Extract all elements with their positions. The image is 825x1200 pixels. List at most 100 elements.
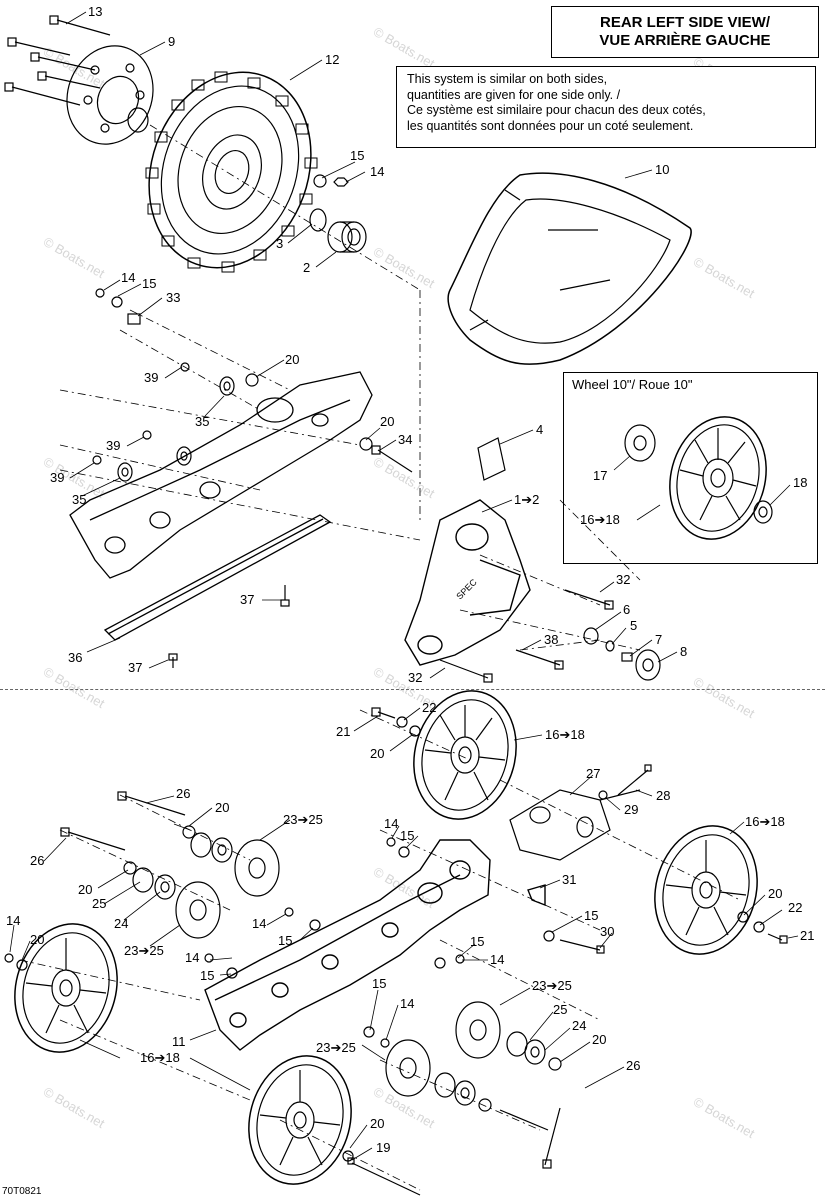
idler-wheel-bottom	[248, 1055, 421, 1196]
callout: 34	[398, 432, 412, 447]
track-10	[447, 172, 692, 365]
callout: 32	[408, 670, 422, 685]
section-divider	[0, 689, 825, 690]
frame-11	[204, 839, 546, 1051]
callout: 27	[586, 766, 600, 781]
callout: 26	[30, 853, 44, 868]
callout: 15	[142, 276, 156, 291]
leader-lines	[9, 11, 799, 1161]
callout: 22	[422, 700, 436, 715]
callout: 37	[240, 592, 254, 607]
callout: 24	[114, 916, 128, 931]
callout: 26	[626, 1058, 640, 1073]
callout: 20	[592, 1032, 606, 1047]
view-title: REAR LEFT SIDE VIEW/ VUE ARRIÈRE GAUCHE	[551, 6, 819, 58]
callout: 14	[6, 913, 20, 928]
callout: 22	[788, 900, 802, 915]
callout: 14	[252, 916, 266, 931]
bracket-1-2: SPEC	[404, 499, 531, 666]
callout: 33	[166, 290, 180, 305]
inset-box: Wheel 10"/ Roue 10"	[563, 372, 818, 564]
callout: 39	[144, 370, 158, 385]
callout: 15	[278, 933, 292, 948]
callout: 14	[370, 164, 384, 179]
callout: 13	[88, 4, 102, 19]
callout: 35	[195, 414, 209, 429]
note-line: les quantités sont données pour un coté …	[407, 118, 694, 133]
idler-wheel-right	[654, 825, 788, 955]
washer	[313, 174, 327, 188]
svg-text:SPEC: SPEC	[454, 577, 479, 602]
callout: 10	[655, 162, 669, 177]
note-line: This system is similar on both sides,	[407, 72, 608, 86]
ring-3	[309, 208, 327, 232]
callout: 20	[285, 352, 299, 367]
arm-hardware	[92, 362, 413, 482]
callout: 23➔25	[532, 978, 572, 993]
callout: 4	[536, 422, 543, 437]
sprocket-12	[145, 71, 318, 273]
bolts-32-38	[439, 589, 661, 683]
callout: 3	[276, 236, 283, 251]
axis-lines	[59, 124, 641, 651]
callout: 24	[572, 1018, 586, 1033]
slider-36	[103, 514, 332, 641]
nut	[95, 288, 105, 298]
callout: 12	[325, 52, 339, 67]
callout: 20	[370, 746, 384, 761]
callout: 28	[656, 788, 670, 803]
diagram-code: 70T0821	[2, 1186, 42, 1197]
callout: 14	[400, 996, 414, 1011]
callout: 5	[630, 618, 637, 633]
frame-hardware	[204, 837, 605, 1048]
callout: 39	[106, 438, 120, 453]
callout: 25	[553, 1002, 567, 1017]
callout: 31	[562, 872, 576, 887]
callout: 14	[185, 950, 199, 965]
note-box: This system is similar on both sides, qu…	[396, 66, 816, 148]
callout: 26	[176, 786, 190, 801]
callout: 35	[72, 492, 86, 507]
callout: 11	[172, 1034, 186, 1049]
callout: 21	[800, 928, 814, 943]
callout: 16➔18	[545, 727, 585, 742]
callout: 20	[370, 1116, 384, 1131]
callout: 39	[50, 470, 64, 485]
roller-wheels	[123, 825, 562, 1112]
callout: 36	[68, 650, 82, 665]
callout: 30	[600, 924, 614, 939]
callout: 37	[128, 660, 142, 675]
callout: 15	[470, 934, 484, 949]
bolt-set-13	[4, 15, 111, 106]
bearing-2	[327, 221, 367, 253]
callout: 8	[680, 644, 687, 659]
callout: 14	[121, 270, 135, 285]
callout: 20	[78, 882, 92, 897]
callout: 19	[376, 1140, 390, 1155]
callout: 23➔25	[316, 1040, 356, 1055]
view-title-line-1: REAR LEFT SIDE VIEW/	[599, 14, 770, 31]
upper-wheel-hardware	[371, 707, 421, 737]
spacer-33	[127, 313, 141, 325]
callout: 25	[92, 896, 106, 911]
nut	[333, 177, 349, 187]
view-title-line-2: VUE ARRIÈRE GAUCHE	[599, 32, 771, 49]
callout: 32	[616, 572, 630, 587]
bolts-26	[60, 791, 561, 1169]
callout: 15	[584, 908, 598, 923]
idler-wheel-upper	[413, 690, 517, 820]
callout: 20	[380, 414, 394, 429]
inset-title: Wheel 10"/ Roue 10"	[572, 377, 693, 392]
note-line: Ce système est similaire pour chacun des…	[407, 103, 706, 117]
callout: 20	[30, 932, 44, 947]
callout: 15	[400, 828, 414, 843]
note-line: quantities are given for one side only. …	[407, 87, 621, 102]
callout: 1➔2	[514, 492, 539, 507]
callout: 14	[384, 816, 398, 831]
callout: 16➔18	[745, 814, 785, 829]
callout: 2	[303, 260, 310, 275]
washer	[111, 296, 123, 308]
callout: 38	[544, 632, 558, 647]
